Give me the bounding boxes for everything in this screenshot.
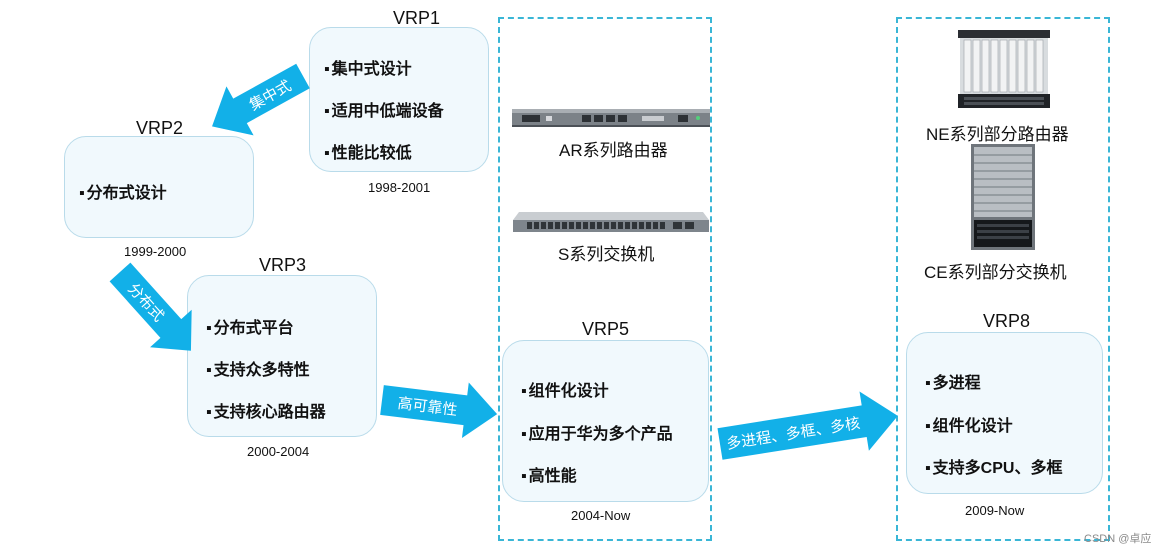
vrp8-group-frame xyxy=(896,17,1110,541)
ar-router-image xyxy=(512,109,710,127)
vrp5-title: VRP5 xyxy=(582,319,630,339)
vrp2-item: 分布式设计 xyxy=(79,179,167,203)
vrp8-date: 2009-Now xyxy=(965,503,1025,518)
ar-router-caption: AR系列路由器 xyxy=(559,141,668,160)
ne-router-image xyxy=(958,30,1050,108)
vrp3-date: 2000-2004 xyxy=(247,444,310,459)
vrp3-item: 支持众多特性 xyxy=(206,356,310,380)
vrp1-title: VRP1 xyxy=(393,8,441,28)
vrp3-title: VRP3 xyxy=(259,255,307,275)
s-switch-image xyxy=(513,212,709,232)
vrp5-item: 应用于华为多个产品 xyxy=(521,420,673,444)
watermark: CSDN @卓应 xyxy=(1084,533,1152,545)
vrp5-date: 2004-Now xyxy=(571,508,631,523)
arrow-distributed: 分布式 xyxy=(109,262,192,351)
vrp8-item: 组件化设计 xyxy=(925,412,1013,436)
vrp1-date: 1998-2001 xyxy=(368,180,431,195)
vrp1-box: 集中式设计 适用中低端设备 性能比较低 xyxy=(309,27,489,172)
ce-switch-image xyxy=(971,144,1035,250)
vrp8-item: 多进程 xyxy=(925,369,981,393)
vrp3-item: 分布式平台 xyxy=(206,314,294,338)
vrp3-box: 分布式平台 支持众多特性 支持核心路由器 xyxy=(187,275,377,437)
arrow-multi-process: 多进程、多框、多核 xyxy=(717,391,898,460)
arrow-centralized: 集中式 xyxy=(212,63,310,136)
vrp5-box: 组件化设计 应用于华为多个产品 高性能 xyxy=(502,340,709,502)
vrp1-item: 适用中低端设备 xyxy=(324,97,444,121)
vrp2-box: 分布式设计 xyxy=(64,136,254,238)
vrp8-box: 多进程 组件化设计 支持多CPU、多框 xyxy=(906,332,1103,494)
s-switch-caption: S系列交换机 xyxy=(558,245,655,264)
vrp3-item: 支持核心路由器 xyxy=(206,398,326,422)
vrp1-item: 性能比较低 xyxy=(324,139,412,163)
vrp2-date: 1999-2000 xyxy=(124,244,187,259)
vrp8-item: 支持多CPU、多框 xyxy=(925,454,1063,478)
vrp1-item: 集中式设计 xyxy=(324,55,412,79)
vrp8-title: VRP8 xyxy=(983,311,1031,331)
vrp2-title: VRP2 xyxy=(136,118,184,138)
ce-switch-caption: CE系列部分交换机 xyxy=(924,263,1067,282)
vrp5-item: 组件化设计 xyxy=(521,377,609,401)
ne-router-caption: NE系列部分路由器 xyxy=(926,125,1069,144)
vrp5-item: 高性能 xyxy=(521,462,577,486)
arrow-high-reliability: 高可靠性 xyxy=(380,382,498,439)
vrp5-group-frame xyxy=(498,17,712,541)
